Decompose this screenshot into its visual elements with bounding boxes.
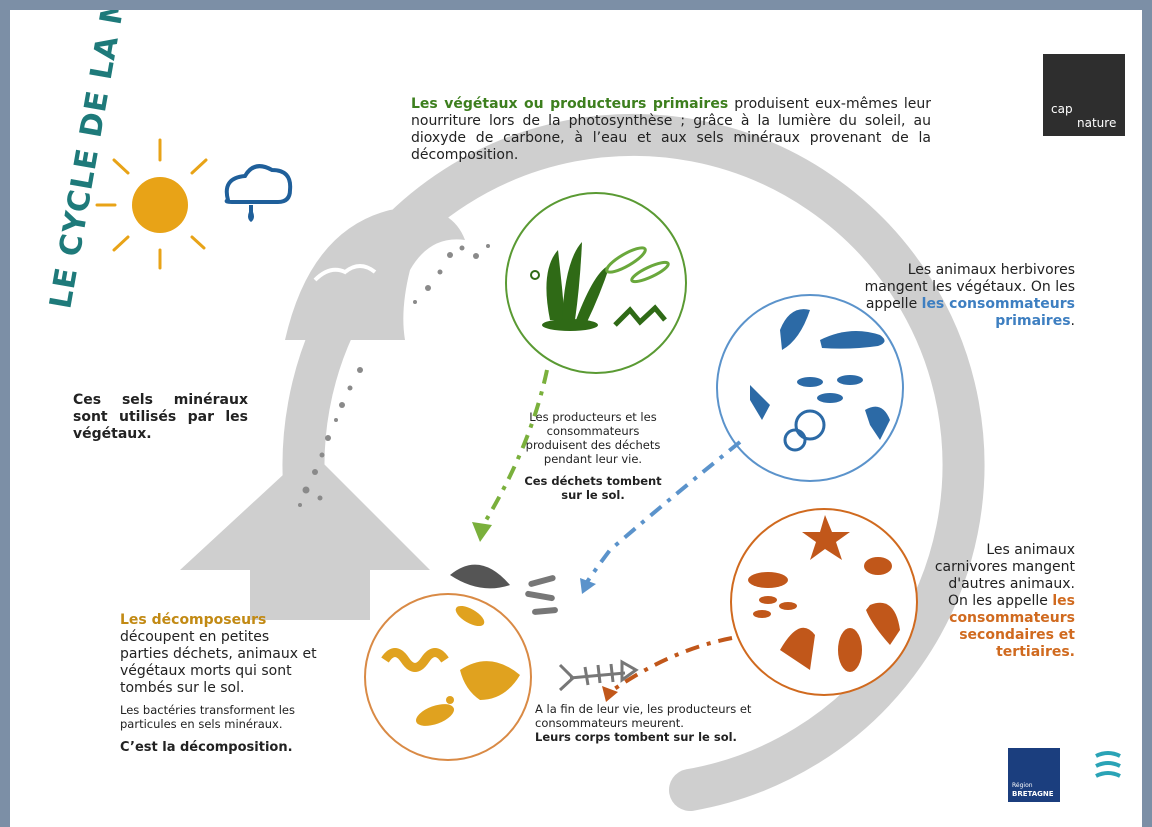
rain-cloud-icon <box>224 164 293 215</box>
decomposers-text: découpent en petites parties déchets, an… <box>120 629 317 696</box>
logo-line-2: nature <box>1077 116 1117 130</box>
plants-icon <box>530 242 670 331</box>
carnivores-paragraph: Les animaux carnivores mangent d'autres … <box>925 542 1075 661</box>
herbivores-highlight: les consommateurs primaires <box>921 296 1075 329</box>
region-bretagne-logo: Région BRETAGNE <box>1008 748 1060 802</box>
carnivores-highlight: les consommateurs secondaires et tertiai… <box>949 593 1075 660</box>
cycle-arrowhead <box>180 450 430 620</box>
leaf-icon <box>450 564 510 589</box>
mineral-salts-text: Ces sels minéraux sont utilisés par les … <box>73 392 248 442</box>
fishbone-icon <box>558 659 639 692</box>
decomposers-highlight: Les décomposeurs <box>120 612 267 628</box>
herbivores-waste-arrow <box>583 440 742 587</box>
carnivores-text: Les animaux carnivores mangent d'autres … <box>934 542 1075 609</box>
raindrop-icon <box>248 208 254 222</box>
herbivores-text: Les animaux herbivores mangent les végét… <box>864 262 1075 312</box>
region-logo-line-1: Région <box>1012 782 1033 789</box>
decomposers-bold: C’est la décomposition. <box>120 740 293 755</box>
wave-shape <box>285 208 465 340</box>
waste-paragraph: Les producteurs et les consommateurs pro… <box>518 410 668 502</box>
mineral-particles <box>298 244 490 507</box>
carnivores-circle <box>730 508 918 696</box>
producers-rest: produisent eux-mêmes leur nourriture lor… <box>411 96 932 163</box>
herbivores-icon <box>750 309 890 452</box>
water-agency-mark-icon <box>1095 751 1121 778</box>
title-text: LE CYCLE DE LA MATIÈRE <box>42 10 154 311</box>
producers-paragraph: Les végétaux ou producteurs primaires pr… <box>411 96 931 164</box>
waste-text: Les producteurs et les consommateurs pro… <box>525 410 661 466</box>
title-curved: LE CYCLE DE LA MATIÈRE <box>42 10 154 311</box>
decomposers-small: Les bactéries transforment les particule… <box>120 703 295 731</box>
death-text: A la fin de leur vie, les producteurs et… <box>535 702 752 730</box>
diagram-graphics: LE CYCLE DE LA MATIÈRE <box>42 10 985 811</box>
herbivores-paragraph: Les animaux herbivores mangent les végét… <box>855 262 1075 330</box>
producers-highlight: Les végétaux ou producteurs primaires <box>411 96 729 112</box>
death-paragraph: A la fin de leur vie, les producteurs et… <box>535 702 775 744</box>
cap-nature-logo: cap nature <box>1043 54 1125 136</box>
carnivores-icon <box>748 515 900 672</box>
decomposers-paragraph: Les décomposeurs découpent en petites pa… <box>120 612 320 756</box>
decomposers-icon <box>381 605 520 726</box>
sun-icon <box>95 138 208 270</box>
region-logo-line-2: BRETAGNE <box>1012 790 1054 798</box>
death-bold: Leurs corps tombent sur le sol. <box>535 730 737 744</box>
water-agency-logo <box>1088 750 1128 804</box>
herbivores-end: . <box>1070 313 1075 329</box>
logo-line-1: cap <box>1051 102 1073 116</box>
debris-icon <box>525 575 558 615</box>
waste-bold: Ces déchets tombent sur le sol. <box>524 474 662 502</box>
decomposers-circle <box>364 593 532 761</box>
